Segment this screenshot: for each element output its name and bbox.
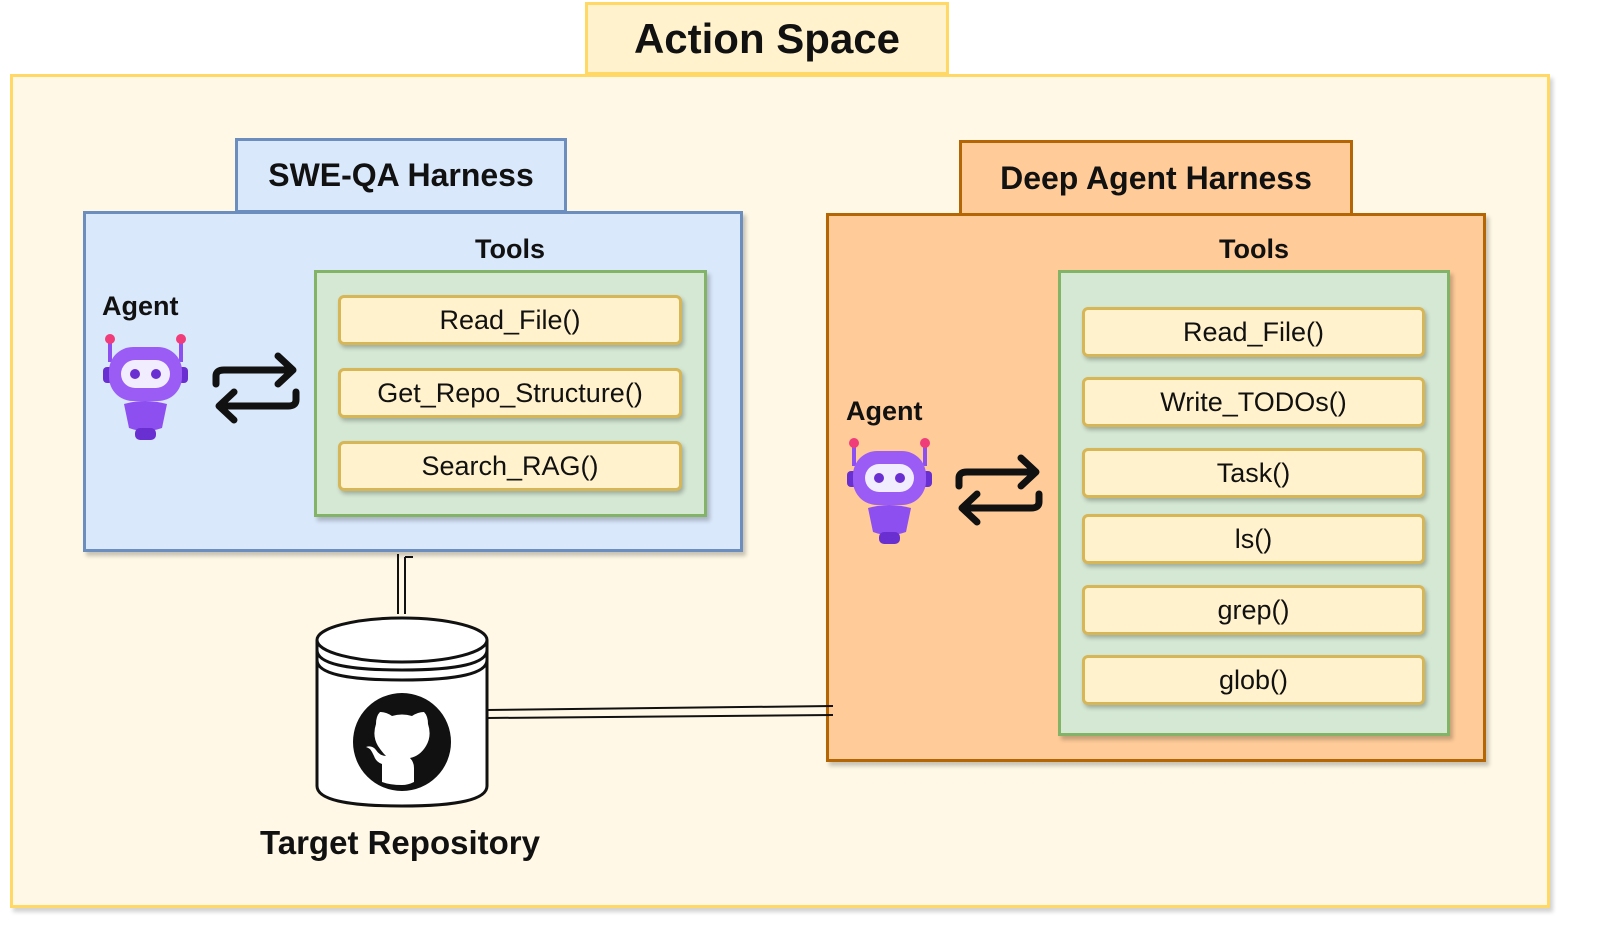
deep-agent-tools-label: Tools bbox=[1219, 234, 1289, 264]
deep-tool-write-todos: Write_TODOs() bbox=[1082, 377, 1425, 427]
action-space-title: Action Space bbox=[585, 2, 949, 75]
deep-tool-task: Task() bbox=[1082, 448, 1425, 498]
swe-tool-read-file: Read_File() bbox=[338, 295, 682, 345]
swe-tool-search-rag: Search_RAG() bbox=[338, 441, 682, 491]
swe-tool-get-repo-structure: Get_Repo_Structure() bbox=[338, 368, 682, 418]
deep-agent-agent-label: Agent bbox=[846, 396, 923, 426]
github-icon bbox=[353, 693, 451, 791]
swe-qa-agent-label: Agent bbox=[102, 291, 179, 321]
deep-tool-read-file: Read_File() bbox=[1082, 307, 1425, 357]
swap-arrows-icon bbox=[955, 454, 1043, 526]
deep-tool-grep: grep() bbox=[1082, 585, 1425, 635]
swe-qa-tools-label: Tools bbox=[475, 234, 545, 264]
target-repository-label: Target Repository bbox=[260, 824, 540, 861]
robot-icon bbox=[847, 438, 932, 544]
robot-icon bbox=[103, 334, 188, 440]
deep-tool-ls: ls() bbox=[1082, 514, 1425, 564]
deep-tool-glob: glob() bbox=[1082, 655, 1425, 705]
swe-qa-harness-title: SWE-QA Harness bbox=[235, 138, 567, 213]
swap-arrows-icon bbox=[212, 352, 300, 424]
repository-cylinder bbox=[315, 616, 489, 808]
deep-agent-harness-title: Deep Agent Harness bbox=[959, 140, 1353, 216]
